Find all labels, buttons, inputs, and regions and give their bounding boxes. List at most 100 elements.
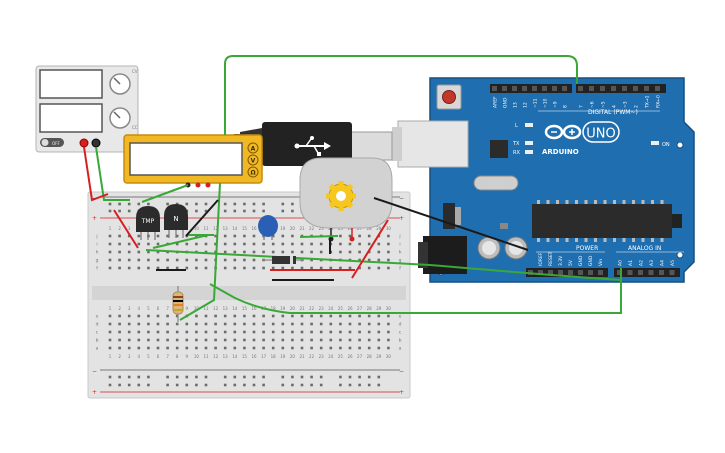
motor-terminal-positive[interactable] [349,236,355,242]
column-number: 20 [290,354,296,359]
digital-pin-label: 7 [579,105,585,108]
negative-terminal[interactable] [91,138,101,148]
digital-header-left[interactable] [490,84,572,93]
column-number: 29 [376,354,382,359]
column-number: 6 [157,306,160,311]
column-number: 11 [203,306,209,311]
crystal [473,175,519,191]
power-pin-label: 3.3V [558,255,564,266]
column-number: 13 [223,354,229,359]
wire-d9-to-multimeter[interactable] [224,55,578,135]
power-pin-label: Vin [598,259,604,266]
wire-black-a[interactable] [185,199,219,237]
positive-terminal[interactable] [79,138,89,148]
column-number: 1 [109,226,112,231]
column-number: 15 [242,354,248,359]
column-number: 16 [251,306,257,311]
digital-pin-label: ~9 [553,101,559,108]
center-trench [92,286,406,300]
npn-transistor[interactable]: N [164,204,188,238]
multimeter[interactable]: A V Ω [123,134,263,188]
column-number: 30 [386,354,392,359]
wires [83,55,622,321]
column-number: 12 [213,354,219,359]
row-letter: d [399,322,402,328]
resistor[interactable] [172,286,184,322]
reset-button[interactable] [442,90,456,104]
digital-header-label: DIGITAL (PWM~) [588,109,638,116]
wire-a0-to-breadboard[interactable] [209,268,622,314]
mode-button-amps[interactable] [247,142,259,154]
wire-supply-positive[interactable] [83,146,109,202]
mode-button-volts[interactable] [247,154,259,166]
digital-pin-label: ~6 [590,101,596,108]
voltage-display [39,69,103,99]
svg-text:−: − [92,368,97,375]
row-letter: b [399,338,402,344]
wire-red-a[interactable] [113,209,139,249]
mode-ohm-label: Ω [250,170,255,177]
wire-meter-com[interactable] [141,184,189,203]
power-rail-bottom-positive[interactable] [108,383,381,387]
digital-pin-label: 12 [523,102,529,108]
column-number: 1 [109,306,112,311]
probe-amps[interactable] [205,182,211,188]
terminal-strip-bottom[interactable] [108,314,390,350]
cv-label: CV [132,69,138,74]
dc-motor[interactable] [299,157,393,242]
column-number: 12 [213,306,219,311]
column-number: 28 [367,354,373,359]
brand-label: ARDUINO [542,148,579,156]
column-number: 18 [271,306,277,311]
wire-gnd-to-arduino[interactable] [373,197,529,251]
column-number: 13 [223,306,229,311]
off-label: OFF [52,141,60,146]
wire-meter-down[interactable] [179,182,221,321]
digital-pin-label: 13 [513,102,519,108]
temperature-sensor[interactable]: TMP [136,206,160,240]
column-number: 7 [166,306,169,311]
analog-header[interactable] [614,268,680,277]
usb-chip [490,140,508,158]
power-pin-label: GND [578,255,584,266]
digital-pin-label: AREF [493,96,499,108]
wire-motor-neg[interactable] [299,235,339,238]
multimeter-display [129,142,243,176]
row-letter: c [96,331,99,336]
power-rail-bottom-negative[interactable] [108,375,381,379]
arduino-logo [544,124,582,140]
svg-text:−: − [399,195,404,202]
usb-b-plug [344,131,393,161]
column-number: 19 [280,354,286,359]
column-number: 29 [376,226,382,231]
wire-supply-negative[interactable] [95,146,130,201]
current-display [39,103,103,133]
column-number: 14 [232,226,238,231]
wire-sensor-signal[interactable] [145,249,622,281]
column-number: 10 [194,354,200,359]
probe-positive[interactable] [195,182,201,188]
power-supply[interactable]: CV CC OFF [35,65,139,153]
power-header-label: POWER [576,245,598,252]
ceramic-capacitor[interactable] [258,215,278,240]
analog-pin-label: A5 [670,260,676,266]
row-letter: g [96,259,99,264]
row-letter: i [96,242,97,248]
digital-pin-label: 8 [563,105,569,108]
digital-pin-label: 2 [634,105,640,108]
diode[interactable] [262,256,304,264]
row-letter: c [399,331,402,336]
row-letter: h [399,250,402,256]
logo-left-loop-icon [544,124,564,140]
digital-header-right[interactable] [576,84,666,93]
wire-tmp-to-bus[interactable] [152,234,209,249]
column-number: 3 [128,226,131,231]
mode-button-ohms[interactable] [247,166,259,178]
power-header[interactable] [526,268,608,277]
tmp-body [136,206,160,232]
wire-red-b[interactable] [351,219,389,279]
